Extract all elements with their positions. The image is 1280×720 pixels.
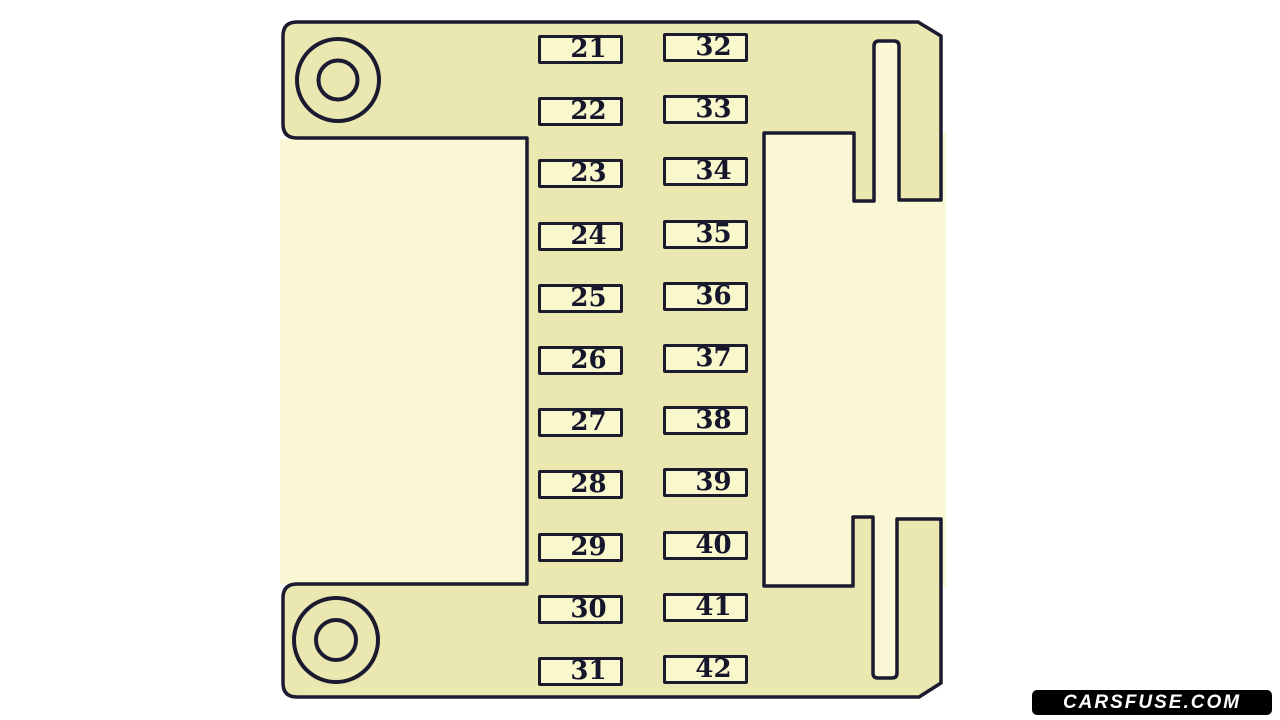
bottom-slot-cutout [874,518,896,677]
mounting-hole-bottom-icon [292,596,380,684]
top-slot-cutout [875,43,897,200]
fuse-34: 34 [663,157,748,186]
fuse-35: 35 [663,220,748,249]
fuse-38: 38 [663,406,748,435]
fuse-30: 30 [538,595,623,624]
fuse-31: 31 [538,657,623,686]
fuse-29: 29 [538,533,623,562]
mounting-hole-top-icon [295,37,381,123]
watermark-text: CARSFUSE.COM [1062,692,1242,713]
left-panel-cutout [280,139,528,584]
fuse-37: 37 [663,344,748,373]
fuse-42: 42 [663,655,748,684]
fuse-25: 25 [538,284,623,313]
fuse-26: 26 [538,346,623,375]
fuse-32: 32 [663,33,748,62]
fuse-40: 40 [663,531,748,560]
fuse-22: 22 [538,97,623,126]
fuse-23: 23 [538,159,623,188]
fuse-21: 21 [538,35,623,64]
fuse-28: 28 [538,470,623,499]
watermark-badge: CARSFUSE.COM [1032,690,1272,715]
fuse-36: 36 [663,282,748,311]
fuse-41: 41 [663,593,748,622]
fuse-33: 33 [663,95,748,124]
right-panel-cutout [764,132,946,587]
fuse-24: 24 [538,222,623,251]
fuse-39: 39 [663,468,748,497]
fuse-27: 27 [538,408,623,437]
